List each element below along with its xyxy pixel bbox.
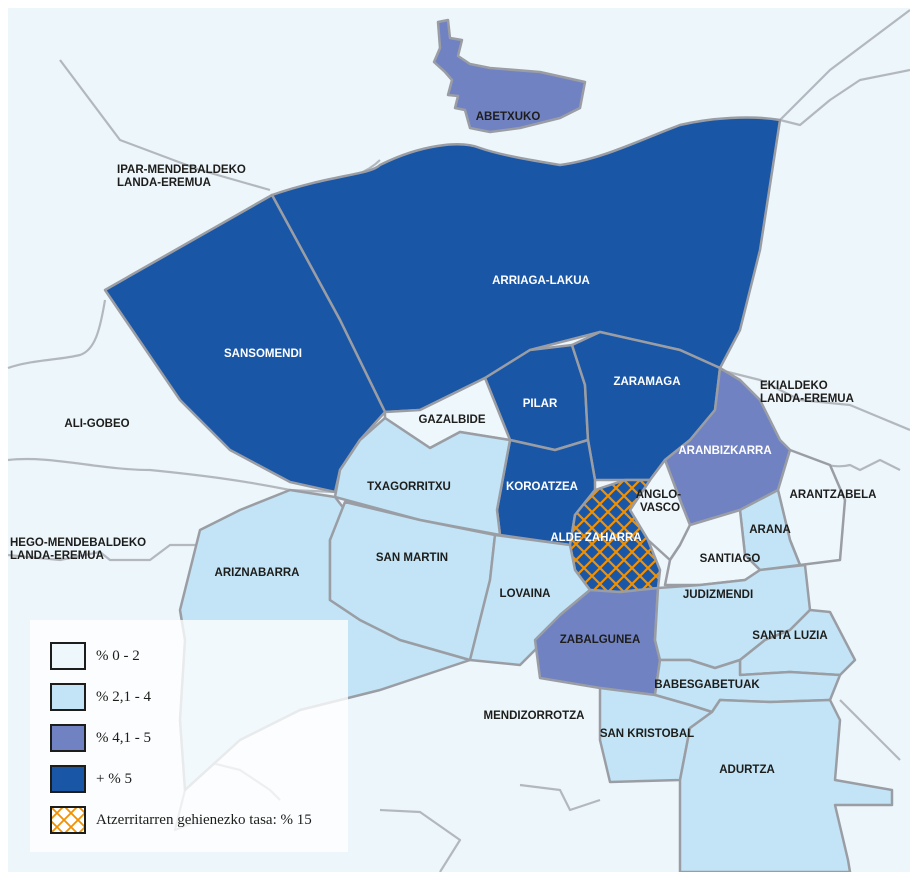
neighbourhood-labels: ABETXUKO ARRIAGA-LAKUA SANSOMENDI PILAR … — [215, 111, 877, 776]
label-judizmendi: JUDIZMENDI — [683, 589, 753, 601]
label-zaramaga: ZARAMAGA — [613, 376, 680, 388]
legend-item-4-5: % 4,1 - 5 — [50, 724, 151, 752]
region-adurtza[interactable] — [678, 698, 894, 872]
label-hego-mendebaldeko: HEGO-MENDEBALDEKO LANDA-EREMUA — [10, 537, 149, 562]
label-txagorritxu: TXAGORRITXU — [367, 481, 451, 493]
label-ariznabarra: ARIZNABARRA — [215, 567, 300, 579]
legend-label-2-4: % 2,1 - 4 — [96, 688, 151, 705]
label-arana: ARANA — [749, 524, 791, 536]
label-sansomendi: SANSOMENDI — [224, 348, 302, 360]
region-arriaga-lakua[interactable] — [270, 116, 782, 414]
label-ekialdeko: EKIALDEKO LANDA-EREMUA — [760, 380, 854, 405]
legend-label-hatch: Atzerritarren gehienezko tasa: % 15 — [96, 811, 312, 828]
legend-item-2-4: % 2,1 - 4 — [50, 683, 151, 711]
legend-label-5-plus: + % 5 — [96, 770, 132, 787]
label-arriaga-lakua: ARRIAGA-LAKUA — [492, 275, 590, 287]
legend-item-0-2: % 0 - 2 — [50, 642, 140, 670]
legend-swatch-2-4 — [50, 683, 86, 711]
label-aranbizkarra: ARANBIZKARRA — [678, 445, 771, 457]
label-gazalbide: GAZALBIDE — [418, 414, 485, 426]
legend-swatch-0-2 — [50, 642, 86, 670]
label-santiago: SANTIAGO — [700, 553, 761, 565]
label-anglo-vasco: ANGLO- VASCO — [636, 489, 685, 514]
label-alde-zaharra: ALDE ZAHARRA — [550, 532, 641, 544]
legend-item-5-plus: + % 5 — [50, 765, 132, 793]
label-san-martin: SAN MARTIN — [376, 552, 448, 564]
label-ekialdeko-line-1: EKIALDEKO — [760, 380, 828, 392]
label-san-kristobal: SAN KRISTOBAL — [600, 728, 694, 740]
label-mendizorrotza: MENDIZORROTZA — [484, 710, 585, 722]
legend-label-4-5: % 4,1 - 5 — [96, 729, 151, 746]
label-ipar-mendebaldeko-line-2: LANDA-EREMUA — [117, 177, 211, 189]
rural-labels: IPAR-MENDEBALDEKO LANDA-EREMUA ALI-GOBEO… — [10, 164, 854, 562]
legend-swatch-4-5 — [50, 724, 86, 752]
label-ipar-mendebaldeko: IPAR-MENDEBALDEKO LANDA-EREMUA — [117, 164, 249, 189]
label-hego-mendebaldeko-line-1: HEGO-MENDEBALDEKO — [10, 537, 146, 549]
label-abetxuko: ABETXUKO — [476, 111, 541, 123]
label-ipar-mendebaldeko-line-1: IPAR-MENDEBALDEKO — [117, 164, 246, 176]
legend-item-hatch: Atzerritarren gehienezko tasa: % 15 — [50, 806, 312, 834]
legend-swatch-hatch — [50, 806, 86, 834]
label-zabalgunea: ZABALGUNEA — [560, 634, 641, 646]
map-legend: % 0 - 2 % 2,1 - 4 % 4,1 - 5 + % 5 Atzerr… — [30, 620, 348, 852]
label-adurtza: ADURTZA — [719, 764, 775, 776]
label-hego-mendebaldeko-line-2: LANDA-EREMUA — [10, 550, 104, 562]
label-koroatzea: KOROATZEA — [506, 481, 578, 493]
neighbourhood-regions — [103, 18, 894, 872]
label-santa-luzia: SANTA LUZIA — [752, 630, 827, 642]
region-abetxuko[interactable] — [432, 18, 587, 134]
label-ekialdeko-line-2: LANDA-EREMUA — [760, 393, 854, 405]
label-pilar: PILAR — [523, 398, 558, 410]
region-txagorritxu[interactable] — [333, 416, 512, 537]
label-anglo-vasco-line-2: VASCO — [640, 502, 680, 514]
label-arantzabela: ARANTZABELA — [790, 489, 877, 501]
label-babesgabetuak: BABESGABETUAK — [654, 679, 760, 691]
legend-label-0-2: % 0 - 2 — [96, 647, 140, 664]
label-lovaina: LOVAINA — [500, 588, 551, 600]
label-anglo-vasco-line-1: ANGLO- — [636, 489, 682, 501]
label-ali-gobeo: ALI-GOBEO — [64, 418, 129, 430]
legend-swatch-5-plus — [50, 765, 86, 793]
